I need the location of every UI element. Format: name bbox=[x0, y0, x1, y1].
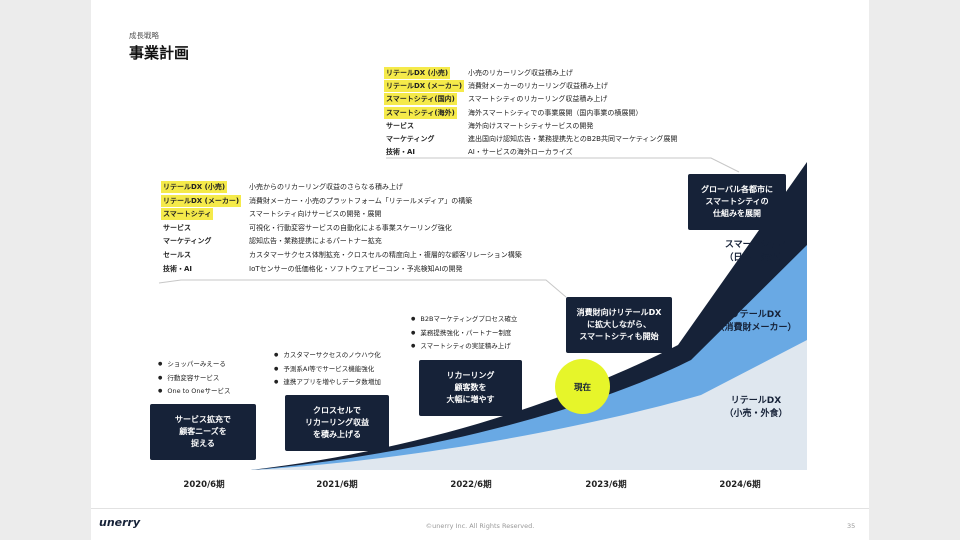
strategy-row: マーケティング 認知広告・業務提携によるパートナー拡充 bbox=[161, 235, 591, 248]
stage1-bullet: One to Oneサービス bbox=[158, 385, 230, 399]
company-logo: unerry bbox=[99, 516, 141, 529]
strategy-category: サービス bbox=[386, 121, 414, 130]
strategy-category: 技術・AI bbox=[163, 264, 193, 273]
page-title: 事業計画 bbox=[129, 44, 190, 62]
strategy-row: リテールDX (小売) 小売からのリカーリング収益のさらなる積み上げ bbox=[161, 181, 591, 194]
strategy-row: リテールDX (メーカー) 消費財メーカー・小売のプラットフォーム「リテールメディ… bbox=[161, 194, 591, 208]
mid-panel-connector bbox=[158, 279, 567, 298]
x-axis-label: 2021/6期 bbox=[316, 480, 358, 490]
strategy-category: マーケティング bbox=[163, 237, 212, 246]
strategy-row: 技術・AI AI・サービスの海外ローカライズ bbox=[384, 146, 804, 159]
strategy-category: リテールDX (小売) bbox=[384, 67, 451, 79]
strategy-row: リテールDX (メーカー)消費財メーカーのリカーリング収益積み上げ bbox=[384, 80, 804, 93]
strategy-description: AI・サービスの海外ローカライズ bbox=[468, 148, 573, 157]
strategy-category: 技術・AI bbox=[386, 148, 416, 157]
retail-store-layer bbox=[251, 340, 807, 470]
stage1-bullets: ショッパーみえーる 行動変容サービス One to Oneサービス bbox=[158, 358, 231, 399]
stage1-box: サービス拡充で 顧客ニーズを 捉える bbox=[150, 404, 256, 460]
strategy-description: スマートシティ向けサービスの開発・展開 bbox=[249, 210, 382, 219]
stage1-bullet: 行動変容サービス bbox=[158, 372, 231, 386]
strategy-description: 海外向けスマートシティサービスの開発 bbox=[468, 121, 594, 130]
smartcity-segment-label: スマートシティ （日本・海外） bbox=[724, 240, 788, 263]
strategy-row: サービス 可視化・行動変容サービスの自動化による事業スケーリング強化 bbox=[161, 222, 591, 235]
stage3-bullet: 業務提携強化・パートナー制度 bbox=[411, 327, 517, 341]
strategy-category: スマートシティ bbox=[161, 208, 214, 221]
strategy-row: スマートシティ スマートシティ向けサービスの開発・展開 bbox=[161, 208, 591, 221]
x-axis-label: 2020/6期 bbox=[183, 480, 225, 490]
strategy-category: スマートシティ(国内) bbox=[384, 93, 457, 106]
strategy-row: 技術・AI IoTセンサーの低価格化・ソフトウェアビーコン・予兆検知AIの開発 bbox=[161, 263, 591, 276]
stage2-bullet: 連携アプリを増やしデータ数増加 bbox=[274, 376, 381, 390]
stage2-box: クロスセルで リカーリング収益 を積み上げる bbox=[285, 395, 389, 451]
stage3-box: リカーリング 顧客数を 大幅に増やす bbox=[419, 360, 522, 416]
x-axis-label: 2023/6期 bbox=[585, 480, 627, 490]
strategy-row: リテールDX (小売) 小売のリカーリング収益積み上げ bbox=[384, 67, 804, 80]
footer-divider bbox=[91, 508, 869, 509]
strategy-description: 小売のリカーリング収益積み上げ bbox=[468, 69, 573, 77]
retail-maker-segment-label: リテールDX （消費財メーカー） bbox=[715, 310, 797, 333]
strategy-row: スマートシティ(国内) スマートシティのリカーリング収益積み上げ bbox=[384, 93, 804, 106]
current-marker: 現在 bbox=[555, 359, 610, 414]
strategy-category: セールス bbox=[163, 251, 191, 259]
stage3-bullet: B2Bマーケティングプロセス確立 bbox=[411, 313, 517, 327]
strategy-category: スマートシティ(海外) bbox=[384, 106, 457, 119]
stage3-bullets: B2Bマーケティングプロセス確立 業務提携強化・パートナー制度 スマートシティの… bbox=[411, 313, 517, 354]
page-number: 35 bbox=[847, 522, 856, 530]
stage1-bullet: ショッパーみえーる bbox=[158, 358, 231, 372]
x-axis-label: 2024/6期 bbox=[719, 480, 761, 490]
strategy-description: カスタマーサクセス体制拡充・クロスセルの精度向上・複層的な顧客リレーション構築 bbox=[249, 251, 522, 259]
top-panel-connector bbox=[386, 157, 740, 173]
growth-area-chart bbox=[158, 157, 807, 470]
strategy-category: リテールDX (メーカー) bbox=[161, 194, 242, 207]
strategy-row: マーケティング 進出国向け認知広告・業務提携先とのB2B共同マーケティング展開 bbox=[384, 133, 804, 146]
section-label: 成長戦略 bbox=[129, 31, 159, 40]
strategy-description: 消費財メーカー・小売のプラットフォーム「リテールメディア」の構築 bbox=[249, 196, 473, 205]
strategy-row: サービス 海外向けスマートシティサービスの開発 bbox=[384, 120, 804, 133]
stage2-bullets: カスタマーサクセスのノウハウ化 予測系AI等でサービス機能強化 連携アプリを増や… bbox=[274, 349, 381, 390]
strategy-description: 海外スマートシティでの事業展開（国内事業の横展開） bbox=[468, 108, 643, 117]
stage3-bullet: スマートシティの実証積み上げ bbox=[411, 340, 517, 354]
strategy-description: 認知広告・業務提携によるパートナー拡充 bbox=[249, 237, 382, 246]
strategy-description: 進出国向け認知広告・業務提携先とのB2B共同マーケティング展開 bbox=[468, 135, 678, 143]
strategy-description: 消費財メーカーのリカーリング収益積み上げ bbox=[468, 82, 608, 91]
strategy-category: サービス bbox=[163, 223, 191, 232]
strategy-description: 小売からのリカーリング収益のさらなる積み上げ bbox=[249, 183, 403, 191]
strategy-category: リテールDX (小売) bbox=[161, 181, 228, 193]
slide: 成長戦略 事業計画 リテールDX (小売)小売のリカーリング収益積み上げリテール… bbox=[91, 0, 869, 540]
stage4-box: 消費財向けリテールDX に拡大しながら、 スマートシティも開始 bbox=[566, 297, 672, 353]
retail-store-segment-label: リテールDX （小売・外食） bbox=[724, 396, 788, 419]
copyright: ©unerry Inc. All Rights Reserved. bbox=[425, 522, 535, 530]
strategy-row: スマートシティ(海外) 海外スマートシティでの事業展開（国内事業の横展開） bbox=[384, 106, 804, 120]
strategy-category: リテールDX (メーカー) bbox=[384, 80, 465, 93]
strategy-description: 可視化・行動変容サービスの自動化による事業スケーリング強化 bbox=[249, 223, 452, 232]
stage5-box: グローバル各都市に スマートシティの 仕組みを展開 bbox=[688, 174, 786, 230]
strategy-description: IoTセンサーの低価格化・ソフトウェアビーコン・予兆検知AIの開発 bbox=[249, 264, 463, 273]
x-axis-label: 2022/6期 bbox=[450, 480, 492, 490]
strategy-row: セールス カスタマーサクセス体制拡充・クロスセルの精度向上・複層的な顧客リレーショ… bbox=[161, 249, 591, 262]
stage2-bullet: カスタマーサクセスのノウハウ化 bbox=[274, 349, 381, 363]
stage2-bullet: 予測系AI等でサービス機能強化 bbox=[274, 363, 381, 377]
strategy-category: マーケティング bbox=[386, 135, 435, 143]
strategy-description: スマートシティのリカーリング収益積み上げ bbox=[468, 95, 608, 104]
